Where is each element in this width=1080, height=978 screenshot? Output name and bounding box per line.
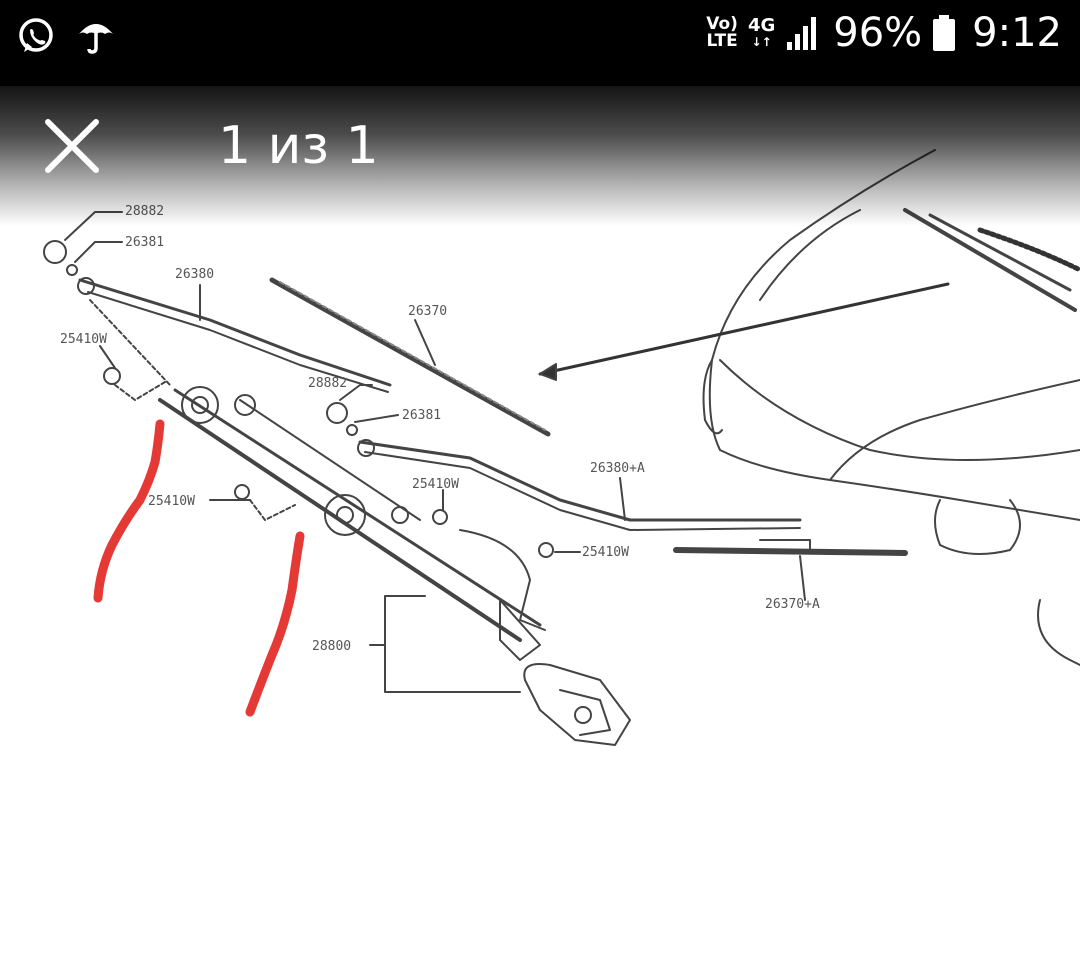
- cap-28882-b: [326, 402, 348, 424]
- label-25410w-a: 25410W: [60, 332, 107, 347]
- label-25410w-c: 25410W: [412, 477, 459, 492]
- bolt-25410w-c: [432, 509, 448, 525]
- pivot-right: [324, 494, 366, 536]
- label-26370: 26370: [408, 304, 447, 319]
- network-indicator: 4G ↓↑: [747, 15, 776, 50]
- whatsapp-icon: [19, 18, 53, 52]
- label-26381-b: 26381: [402, 408, 441, 423]
- system-icons: Vo) LTE 4G ↓↑ 96% 9:12: [706, 10, 1062, 56]
- nut-26381-b: [346, 424, 358, 436]
- label-28882-b: 28882: [308, 376, 347, 391]
- volte-top: Vo): [706, 14, 738, 34]
- pivot-left: [181, 386, 219, 424]
- bolt-25410w-b: [234, 484, 250, 500]
- label-26370a: 26370+A: [765, 597, 820, 612]
- annotation-mark-left: [93, 419, 165, 603]
- close-button[interactable]: [40, 114, 104, 178]
- wiper-blade-26370: [269, 277, 551, 437]
- network-type: 4G: [747, 15, 776, 36]
- nut-26381: [66, 264, 78, 276]
- wiper-parts-diagram: 28882 26381 26380 25410W 26370 28882 263…: [43, 149, 1080, 746]
- volte-indicator: Vo) LTE: [706, 16, 738, 50]
- clock: 9:12: [972, 10, 1062, 56]
- label-26380: 26380: [175, 267, 214, 282]
- label-25410w-b: 25410W: [148, 494, 195, 509]
- image-counter: 1 из 1: [218, 116, 379, 176]
- viewer-top-bar: 1 из 1: [0, 86, 1080, 226]
- volte-bottom: LTE: [706, 31, 738, 51]
- pointer-arrow: [538, 282, 950, 376]
- annotation-mark-right: [245, 531, 305, 717]
- label-28800: 28800: [312, 639, 351, 654]
- bolt-25410w-a: [103, 367, 121, 385]
- wheel-arch: [1037, 599, 1080, 666]
- data-arrows-icon: ↓↑: [751, 35, 772, 49]
- mini-wiper-linkage: [903, 208, 1077, 312]
- wiper-blade-26370a: [673, 547, 908, 556]
- wiper-arm-26380a: [358, 440, 802, 522]
- label-25410w-d: 25410W: [582, 545, 629, 560]
- wiper-arm-26380: [78, 278, 392, 387]
- umbrella-icon: [79, 24, 113, 54]
- notification-icons: [16, 16, 116, 56]
- label-26380a: 26380+A: [590, 461, 645, 476]
- battery-icon: [933, 15, 956, 51]
- side-light: [702, 359, 723, 435]
- hood-line: [719, 359, 1080, 461]
- close-icon: [45, 119, 99, 173]
- cap-28882: [43, 240, 67, 264]
- label-26381: 26381: [125, 235, 164, 250]
- status-bar: Vo) LTE 4G ↓↑ 96% 9:12: [0, 0, 1080, 86]
- bolt-25410w-d: [538, 542, 554, 558]
- battery-percent: 96%: [833, 10, 923, 56]
- wiper-motor: [523, 663, 631, 746]
- signal-icon: [787, 17, 817, 50]
- headlight-outline: [934, 499, 1021, 555]
- bumper-line: [829, 379, 1080, 481]
